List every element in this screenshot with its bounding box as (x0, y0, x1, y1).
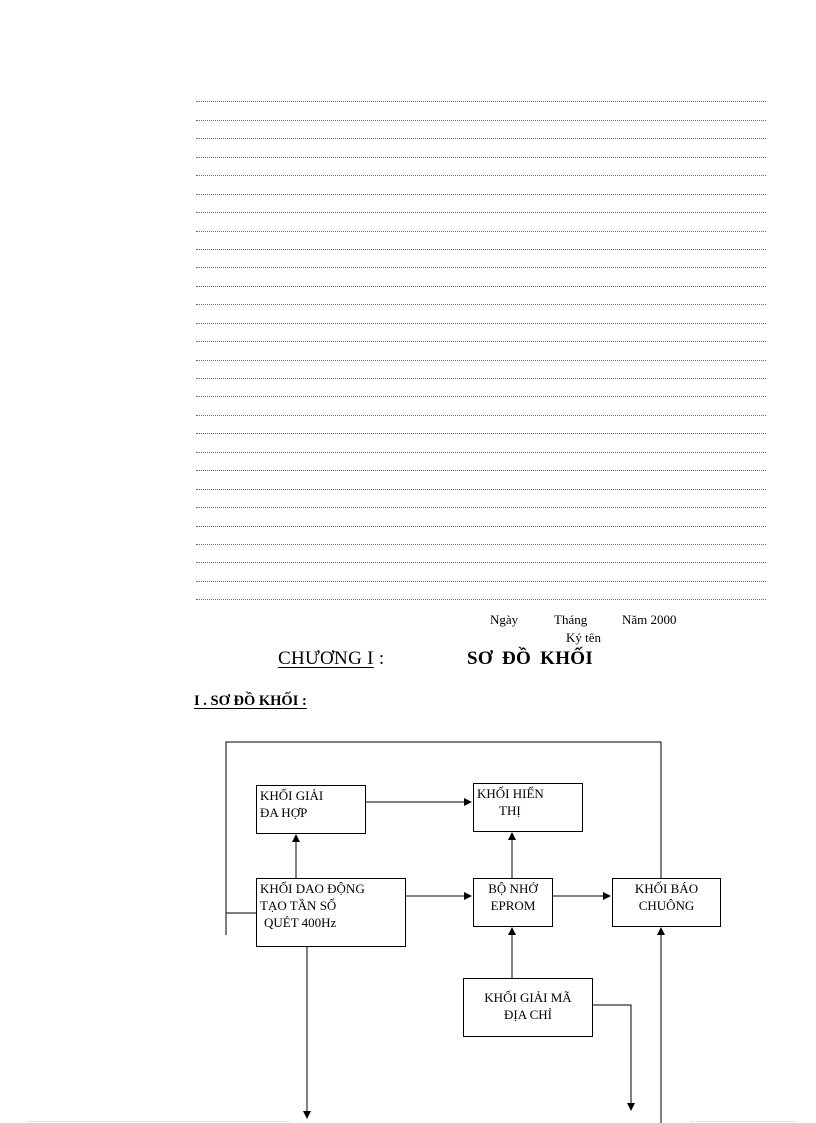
signature-day-label: Ngày (490, 612, 519, 627)
ruled-dotted-line (196, 508, 766, 527)
block-display-line2: THỊ (499, 803, 521, 818)
ruled-dotted-line (196, 102, 766, 122)
ruled-dotted-line (196, 453, 766, 472)
section-heading: I . SƠ ĐỒ KHỐI : (194, 693, 307, 709)
block-oscillator-line1: KHỐI DAO ĐỘNG (260, 881, 365, 896)
block-demux: KHỐI GIẢI ĐA HỢP (256, 785, 366, 834)
ruled-dotted-line (196, 582, 766, 601)
ruled-dotted-line (196, 268, 766, 288)
ruled-dotted-line (196, 324, 766, 343)
ruled-dotted-line (196, 416, 766, 435)
decoder-output-arrow (592, 1004, 635, 1111)
ruled-dotted-line (196, 527, 766, 546)
block-eprom: BỘ NHỚ EPROM (473, 878, 553, 927)
ruled-dotted-line (196, 176, 766, 196)
block-address-decoder: KHỐI GIẢI MÃ ĐỊA CHỈ (463, 978, 593, 1037)
signature-month-label: Tháng (554, 612, 588, 627)
block-oscillator-line2: TẠO TẦN SỐ (260, 898, 337, 913)
block-oscillator-line3: QUÉT 400Hz (264, 915, 337, 930)
block-alarm-line2: CHUÔNG (638, 898, 695, 913)
ruled-dotted-line (196, 397, 766, 417)
ruled-dotted-line (196, 139, 766, 159)
block-address-decoder-line1: KHỐI GIẢI MÃ (484, 990, 572, 1005)
block-demux-line2: ĐA HỢP (260, 805, 308, 820)
ruled-dotted-line (196, 545, 766, 564)
block-eprom-line1: BỘ NHỚ (488, 881, 538, 896)
block-display: KHỐI HIỂN THỊ (473, 783, 583, 832)
ruled-dotted-line (196, 379, 766, 398)
block-alarm-line1: KHỐI BÁO (634, 881, 699, 896)
block-demux-line1: KHỐI GIẢI (260, 788, 324, 803)
ruled-dotted-line (196, 342, 766, 362)
block-address-decoder-line2: ĐỊA CHỈ (503, 1007, 553, 1022)
signature-sign-label: Ký tên (566, 630, 602, 645)
ruled-dotted-line (196, 287, 766, 306)
chapter-title: SƠ ĐỒ KHỐI (467, 648, 594, 669)
ruled-dotted-line (196, 305, 766, 325)
ruled-dotted-line (196, 361, 766, 380)
ruled-dotted-line (196, 84, 766, 103)
ruled-lines-area (196, 84, 766, 601)
ruled-dotted-line (196, 490, 766, 509)
ruled-dotted-line (196, 121, 766, 140)
chapter-number: CHƯƠNG I (278, 648, 374, 669)
block-eprom-line2: EPROM (490, 898, 536, 913)
block-oscillator: KHỐI DAO ĐỘNG TẠO TẦN SỐ QUÉT 400Hz (256, 878, 406, 947)
footer-dotted-line-left (27, 1121, 290, 1122)
ruled-dotted-line (196, 213, 766, 232)
ruled-dotted-line (196, 434, 766, 454)
ruled-dotted-line (196, 195, 766, 214)
footer-dotted-line-right (690, 1121, 795, 1122)
signature-year-label: Năm 2000 (622, 612, 677, 627)
chapter-label: CHƯƠNG I : (278, 648, 384, 670)
ruled-dotted-line (196, 250, 766, 269)
block-alarm: KHỐI BÁO CHUÔNG (612, 878, 721, 927)
chapter-separator: : (373, 648, 385, 669)
ruled-dotted-line (196, 158, 766, 177)
block-display-line1: KHỐI HIỂN (477, 786, 544, 801)
ruled-dotted-line (196, 563, 766, 583)
ruled-dotted-line (196, 471, 766, 491)
ruled-dotted-line (196, 232, 766, 251)
